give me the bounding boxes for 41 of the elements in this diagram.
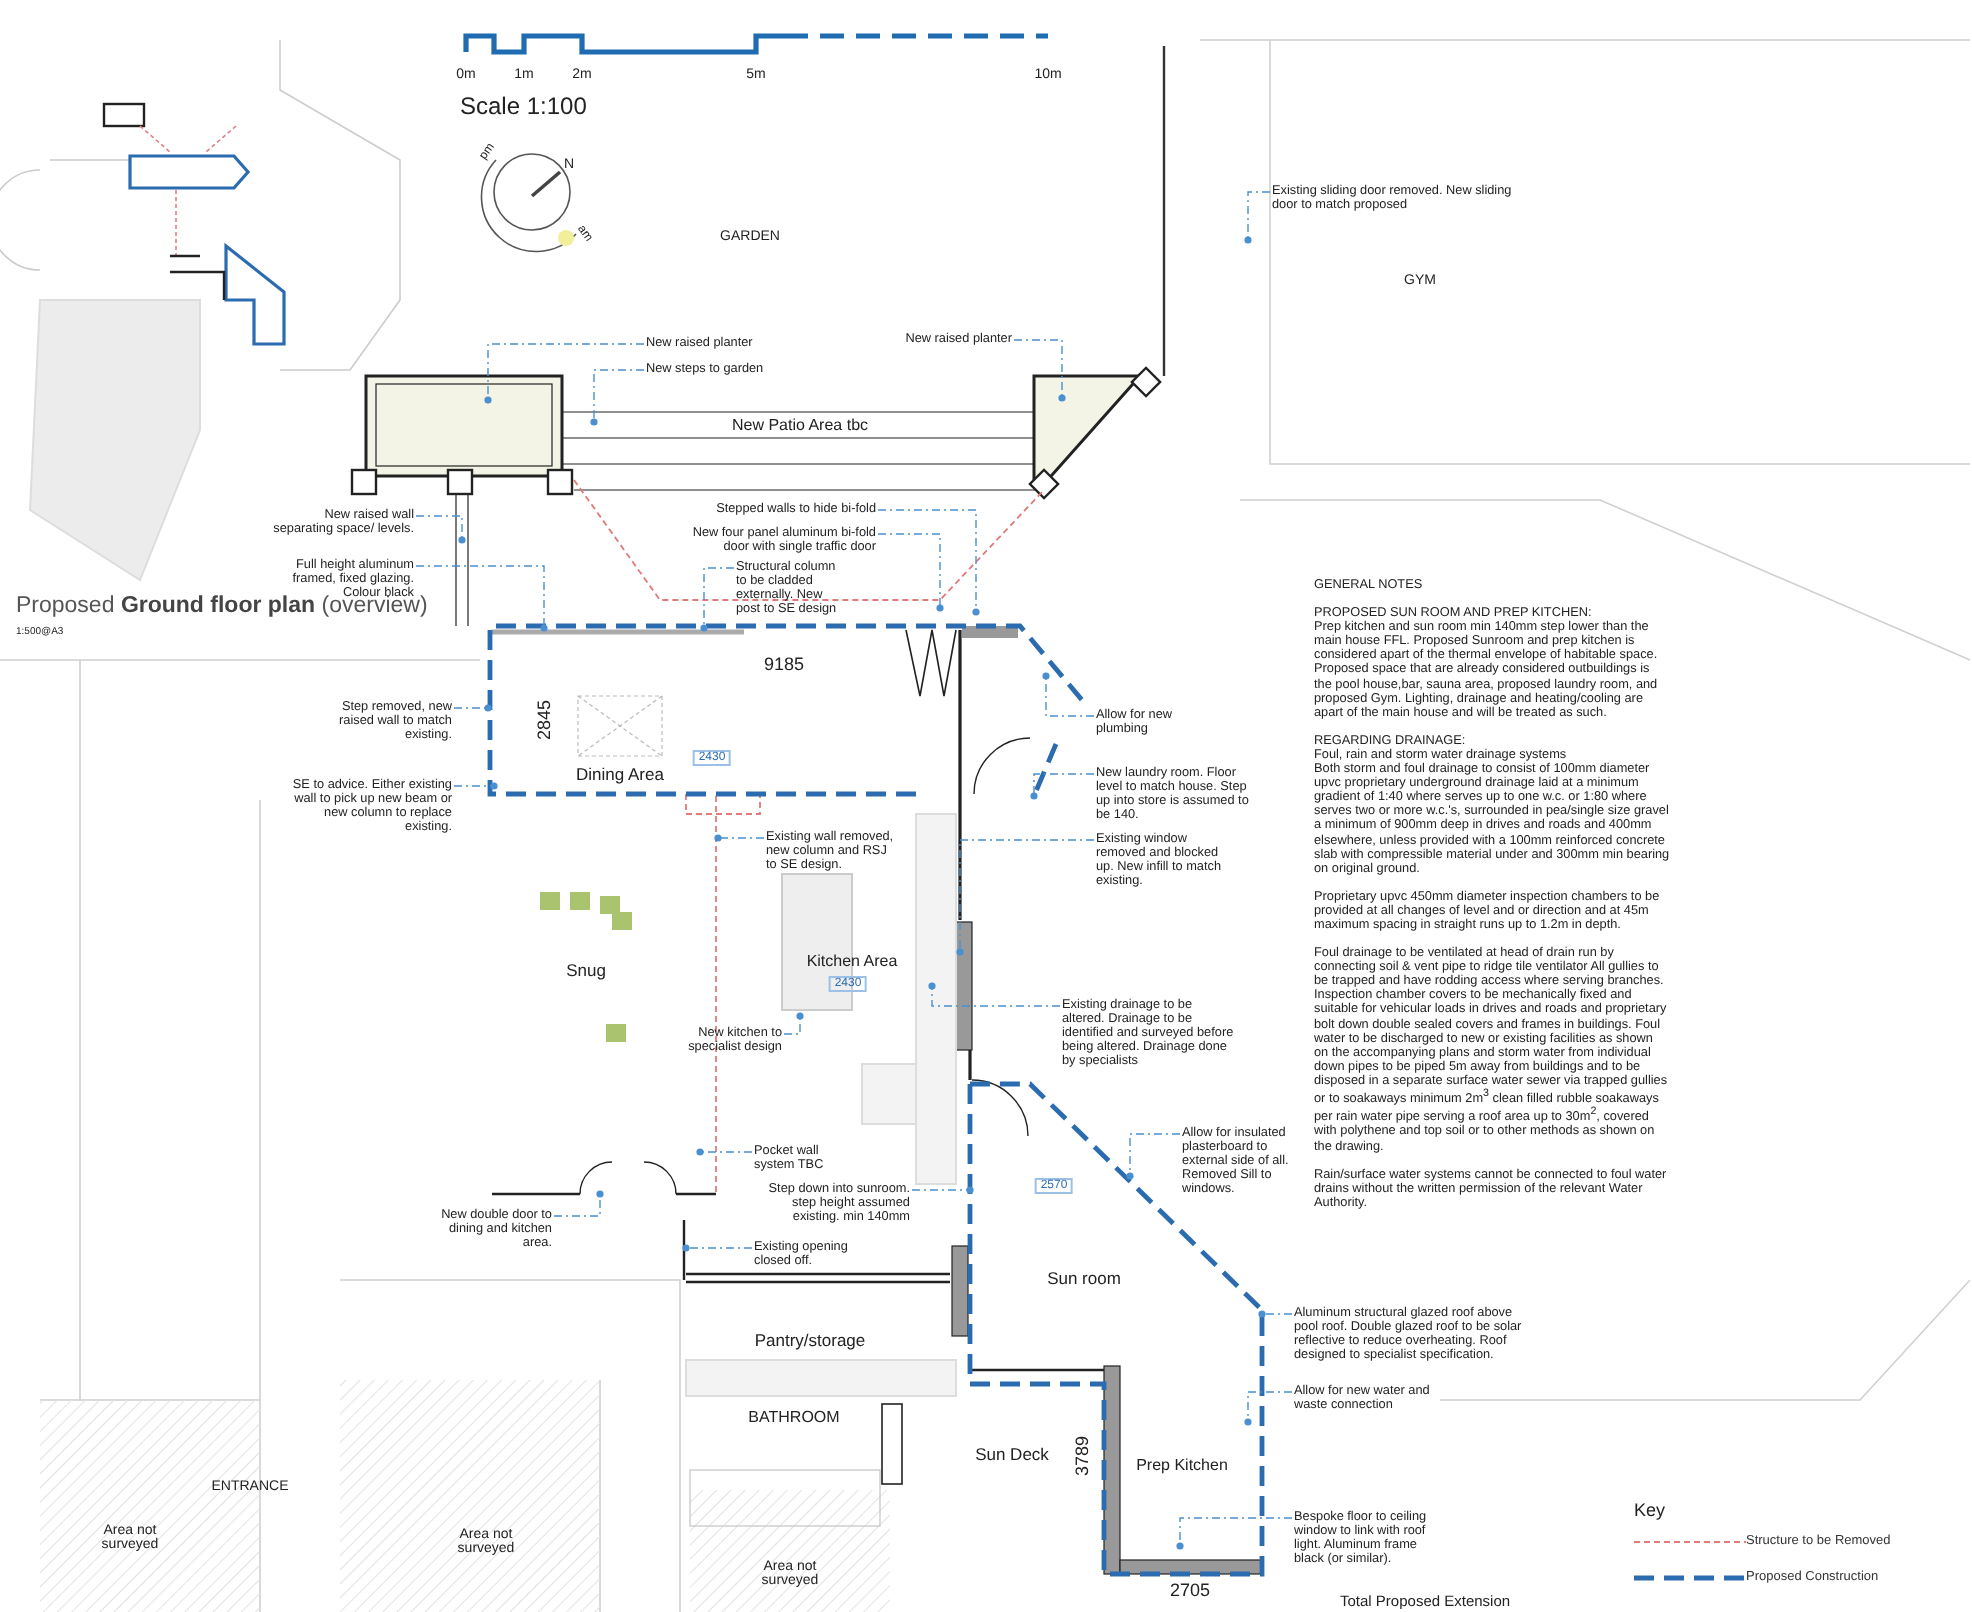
leader-line [453,782,498,790]
dimension-label: 3789 [1072,1435,1092,1477]
leader-line [1244,1391,1293,1426]
room-label: BATHROOM [748,1408,840,1426]
leader-line [1126,1133,1181,1180]
leader-line [877,533,944,612]
leader-line [590,369,645,426]
leader-line [415,565,548,632]
dimension-label: 9185 [763,654,805,674]
leader-line [700,567,735,632]
leader-line [928,982,1061,1007]
leader-line [1258,1310,1293,1318]
leader-line [696,1148,753,1156]
drawing-title: Proposed Ground floor plan (overview) [16,594,428,618]
scale-title: Scale 1:100 [460,92,587,120]
room-label: Dining Area [576,764,664,784]
room-label: Sun room [1047,1268,1121,1288]
leader-line [783,1012,804,1035]
leader-line [714,834,765,842]
leader-line [453,704,492,712]
room-label: Pantry/storage [754,1330,866,1350]
dimension-label: 2705 [1169,1580,1211,1600]
area-label: New Patio Area tbc [731,416,869,434]
leader-line [1176,1517,1293,1550]
leader-line [484,343,645,404]
room-label: Sun Deck [975,1444,1049,1464]
leader-line [415,515,466,544]
leader-line [877,509,980,616]
leader-line [1013,339,1066,402]
dimension-label: 2845 [534,699,554,741]
leader-line [1042,672,1095,717]
leader-line [1244,191,1271,244]
legend-title: Key [1634,1500,1666,1520]
leader-line [553,1190,604,1217]
leader-line [682,1244,753,1252]
room-label: Prep Kitchen [1136,1456,1228,1474]
room-label: Kitchen Area [806,952,898,970]
room-label: Snug [566,960,606,980]
leader-line [911,1186,974,1194]
leader-line [956,839,1095,956]
leader-line [1030,773,1095,800]
